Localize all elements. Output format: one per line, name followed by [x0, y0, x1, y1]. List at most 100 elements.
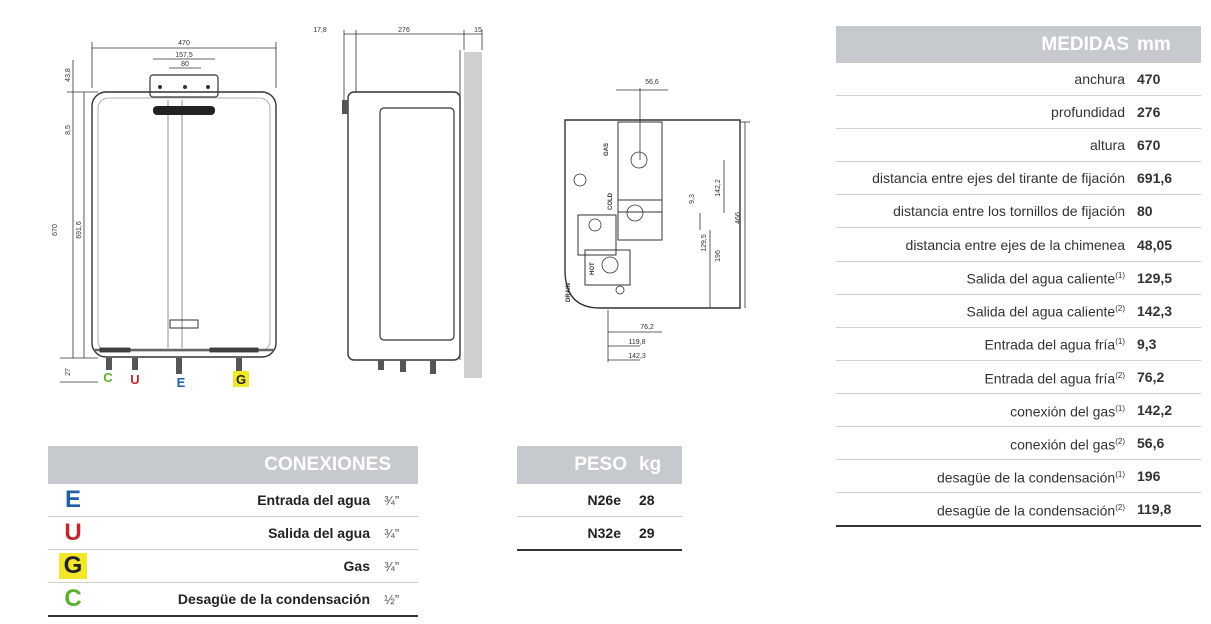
- medidas-row-footnote: (2): [1115, 304, 1125, 314]
- medidas-row-label-text: Entrada del agua fría: [984, 370, 1116, 387]
- medidas-row-value: 9,3: [1137, 335, 1157, 352]
- label-hot-port: HOT: [590, 262, 596, 275]
- conexiones-size: ¾”: [384, 558, 400, 574]
- dim-466: 466: [735, 212, 742, 224]
- front-view-drawing: 470 157,5 80 43,8 8,5 670 691,6 27 C U E…: [52, 40, 277, 390]
- medidas-row: profundidad 276: [836, 96, 1201, 130]
- dim-762: 76,2: [640, 324, 654, 331]
- medidas-row-label: distancia entre los tornillos de fijació…: [836, 204, 1137, 218]
- medidas-row: Salida del agua caliente(2) 142,3: [836, 295, 1201, 328]
- dim-1423: 142,3: [628, 353, 646, 360]
- label-c: C: [103, 370, 113, 385]
- dim-157: 157,5: [175, 52, 193, 59]
- conexiones-size: ½”: [384, 591, 400, 607]
- connection-code-badge: U: [64, 519, 82, 546]
- medidas-row-label-text: conexión del gas: [1010, 403, 1116, 420]
- dim-height: 670: [52, 224, 59, 236]
- medidas-row-footnote: (1): [1115, 403, 1125, 413]
- medidas-row: distancia entre los tornillos de fijació…: [836, 195, 1201, 229]
- medidas-row-value: 56,6: [1137, 435, 1165, 452]
- medidas-row-value: 142,2: [1137, 401, 1173, 418]
- conexiones-name: Salida del agua: [268, 525, 370, 541]
- conexiones-code: E: [48, 486, 98, 514]
- label-g: G: [236, 372, 246, 387]
- medidas-row-footnote: (1): [1115, 337, 1125, 347]
- medidas-row-label: Entrada del agua fría(2): [836, 369, 1137, 386]
- dim-1295: 129,5: [701, 234, 708, 252]
- medidas-row-value: 691,6: [1137, 170, 1173, 187]
- medidas-row: altura 670: [836, 129, 1201, 163]
- conexiones-name: Gas: [343, 558, 370, 574]
- medidas-row-footnote: (1): [1115, 271, 1125, 281]
- medidas-row-label-text: Salida del agua caliente: [966, 270, 1116, 287]
- medidas-row-label-text: profundidad: [1051, 104, 1125, 121]
- conexiones-title: CONEXIONES: [264, 454, 391, 475]
- medidas-row-label-text: altura: [1089, 137, 1125, 154]
- medidas-row-value: 76,2: [1137, 368, 1165, 385]
- connection-code-badge: C: [64, 585, 82, 612]
- dim-85: 8,5: [65, 125, 72, 135]
- medidas-row: Entrada del agua fría(1)9,3: [836, 328, 1201, 361]
- dim-side-left: 17,8: [313, 27, 327, 34]
- conexiones-size: ¾”: [384, 492, 400, 508]
- medidas-row-label-text: anchura: [1074, 71, 1125, 88]
- medidas-row-footnote: (2): [1115, 436, 1125, 446]
- conexiones-row: U Salida del agua ¾”: [48, 517, 418, 550]
- dim-side-depth: 276: [398, 27, 410, 34]
- medidas-row: conexión del gas(1) 142,2: [836, 394, 1201, 428]
- medidas-row: distancia entre ejes del tirante de fija…: [836, 162, 1201, 196]
- dim-width: 470: [178, 40, 190, 47]
- medidas-header: MEDIDAS mm: [836, 26, 1201, 63]
- medidas-row-value: 80: [1137, 203, 1153, 220]
- label-cold-port: COLD: [608, 192, 614, 210]
- medidas-row-label-text: distancia entre los tornillos de fijació…: [893, 203, 1125, 220]
- medidas-row: Salida del agua caliente(1)129,5: [836, 262, 1201, 295]
- dim-93: 9,3: [689, 194, 696, 204]
- dim-196: 196: [715, 250, 722, 262]
- medidas-row-value: 48,05: [1137, 236, 1173, 253]
- medidas-row-footnote: (2): [1115, 370, 1125, 380]
- medidas-row-value: 276: [1137, 104, 1161, 121]
- conexiones-header: CONEXIONES: [48, 446, 418, 484]
- medidas-row-label-text: desagüe de la condensación: [936, 502, 1116, 519]
- medidas-row: distancia entre ejes de la chimenea 48,05: [836, 228, 1201, 262]
- medidas-row-value: 119,8: [1137, 501, 1172, 518]
- medidas-row-label: Salida del agua caliente(1): [836, 269, 1137, 286]
- medidas-row: Entrada del agua fría(2)76,2: [836, 361, 1201, 394]
- medidas-title: MEDIDAS: [1041, 33, 1129, 55]
- conexiones-code: C: [48, 585, 98, 613]
- conexiones-row: G Gas ¾”: [48, 550, 418, 583]
- label-u: U: [130, 372, 139, 387]
- medidas-row-label-text: distancia entre ejes de la chimenea: [905, 236, 1125, 253]
- medidas-row: conexión del gas(2) 56,6: [836, 427, 1201, 461]
- dim-1422: 142,2: [715, 179, 722, 197]
- medidas-row: desagüe de la condensación(2)119,8: [836, 493, 1201, 528]
- medidas-row-value: 670: [1137, 137, 1161, 154]
- medidas-row-label-text: conexión del gas: [1010, 436, 1116, 453]
- connection-detail-drawing: 56,6 142,2 466 9,3 129,5 196 76,2 119,8 …: [564, 79, 750, 362]
- conexiones-code: G: [48, 552, 98, 580]
- medidas-row-value: 142,3: [1137, 302, 1173, 319]
- peso-header: PESO kg: [517, 446, 682, 484]
- medidas-row-label: distancia entre ejes de la chimenea: [836, 238, 1137, 252]
- medidas-row-label-text: distancia entre ejes del tirante de fija…: [872, 170, 1125, 187]
- medidas-row-label: profundidad: [836, 105, 1137, 119]
- conexiones-size: ¾”: [384, 525, 400, 541]
- medidas-row-label: desagüe de la condensación(2): [836, 501, 1137, 518]
- dim-gas: 56,6: [645, 79, 659, 86]
- label-e: E: [177, 375, 186, 390]
- peso-value: 28: [639, 492, 655, 508]
- medidas-row-label: Entrada del agua fría(1): [836, 335, 1137, 352]
- medidas-row-label: anchura: [836, 72, 1137, 86]
- medidas-row-footnote: (1): [1115, 469, 1125, 479]
- label-g-bg: [233, 371, 249, 387]
- medidas-row-label-text: Salida del agua caliente: [966, 304, 1116, 321]
- medidas-row-label-text: desagüe de la condensación: [936, 469, 1116, 486]
